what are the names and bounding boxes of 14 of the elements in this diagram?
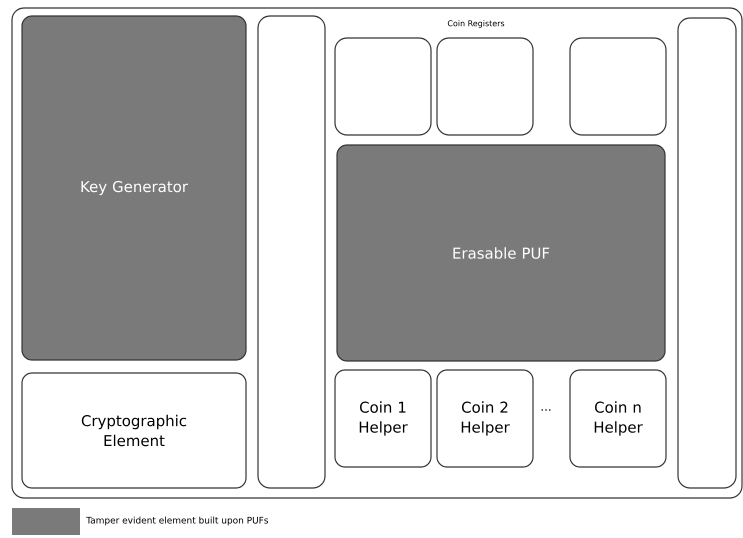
legend-text: Tamper evident element built upon PUFs (86, 516, 268, 526)
component-box: Cryptographic Element (21, 372, 247, 489)
empty-box (436, 37, 534, 136)
empty-box (569, 37, 667, 136)
component-box: Coin 1 Helper (334, 369, 432, 468)
component-box: Coin 2 Helper (436, 369, 534, 468)
puf-box: Erasable PUF (336, 144, 666, 362)
component-box: Coin n Helper (569, 369, 667, 468)
puf-box: Key Generator (21, 15, 247, 361)
empty-box (677, 17, 737, 489)
empty-box (257, 15, 326, 489)
ellipsis-label: ... (542, 409, 550, 411)
outer-frame (11, 7, 743, 499)
empty-box (334, 37, 432, 136)
